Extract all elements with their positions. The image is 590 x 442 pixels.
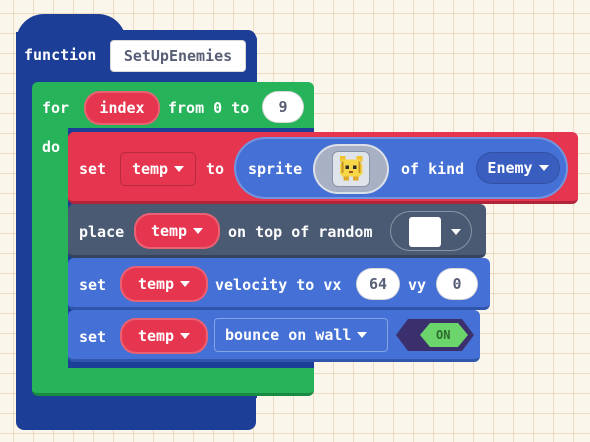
for-keyword: for [42,99,70,117]
sprite-image-picker[interactable] [313,144,389,194]
set-label: set [79,328,107,346]
kind-dropdown[interactable]: Enemy [476,152,560,184]
vy-label: vy [408,276,427,294]
set-label: set [79,276,107,294]
temp-variable-dropdown[interactable]: temp [134,213,220,249]
chevron-down-icon [180,281,191,287]
set-label: set [79,160,107,178]
sprite-label: sprite [248,160,303,178]
function-name-field[interactable]: SetUpEnemies [110,40,246,72]
function-keyword: function [24,46,97,64]
dropdown-label: temp [150,221,188,240]
place-label: place [79,223,125,241]
index-variable-pill[interactable]: index [84,91,160,125]
from-label: from 0 to [168,99,250,117]
loop-end-input[interactable]: 9 [262,91,304,123]
temp-variable-dropdown[interactable]: temp [120,152,196,186]
toggle-label: ON [436,328,451,342]
vy-input[interactable]: 0 [436,268,478,300]
dropdown-label: Enemy [487,158,533,177]
dropdown-label: temp [137,274,175,293]
vx-input[interactable]: 64 [356,268,400,300]
dropdown-label: bounce on wall [225,325,352,344]
temp-variable-dropdown[interactable]: temp [120,266,208,302]
tile-dropdown[interactable] [390,211,472,251]
do-keyword: do [42,138,61,156]
dropdown-label: temp [131,159,169,178]
on-off-toggle[interactable]: ON [396,318,474,352]
velocity-label: velocity to vx [215,276,342,294]
chevron-down-icon [180,333,191,339]
dropdown-label: temp [137,326,175,345]
of-kind-label: of kind [401,160,465,178]
flag-dropdown[interactable]: bounce on wall [214,318,388,352]
chevron-down-icon [193,228,204,234]
yellow-creature-sprite-icon [332,151,370,187]
tile-swatch [409,217,441,247]
chevron-down-icon [451,229,461,235]
chevron-down-icon [174,166,185,172]
temp-variable-dropdown[interactable]: temp [120,318,208,354]
on-top-of-random-label: on top of random [228,223,373,241]
chevron-down-icon [538,165,549,171]
chevron-down-icon [357,332,368,338]
to-label: to [206,160,225,178]
